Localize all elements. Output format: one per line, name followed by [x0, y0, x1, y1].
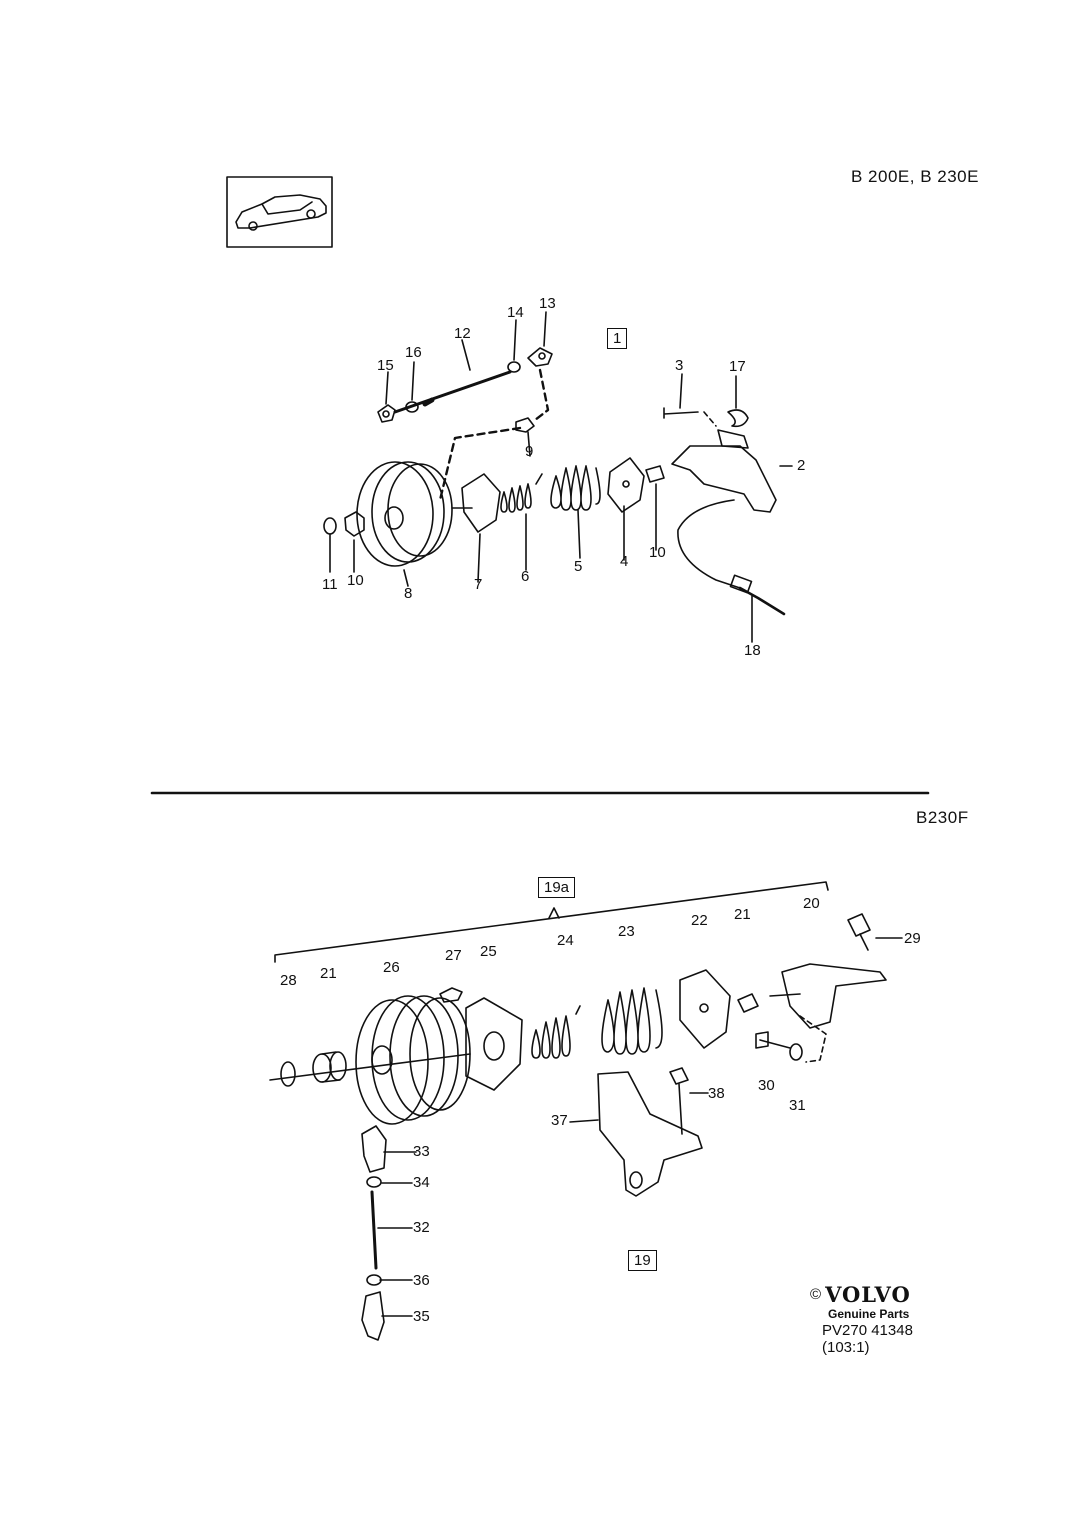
part-label: 2: [797, 457, 806, 474]
part-label: 7: [474, 576, 483, 593]
brand-subtitle: Genuine Parts: [828, 1307, 910, 1321]
part-label: 34: [413, 1174, 430, 1191]
group-box-bottom: 19: [628, 1250, 657, 1271]
part-code: PV270 41348: [822, 1322, 913, 1339]
part-label: 21: [734, 906, 751, 923]
part-label: 31: [789, 1097, 806, 1114]
engine-label-bottom: B230F: [916, 808, 969, 827]
part-label: 25: [480, 943, 497, 960]
brand-logo: VOLVO: [825, 1282, 911, 1307]
part-label: 26: [383, 959, 400, 976]
part-label: 22: [691, 912, 708, 929]
part-label: 9: [525, 443, 534, 460]
brand-block: © VOLVO Genuine Parts PV270 41348 (103:1…: [810, 1282, 960, 1356]
top-assembly: [323, 347, 786, 616]
part-label: 10: [347, 572, 364, 589]
part-label: 27: [445, 947, 462, 964]
part-label: 4: [620, 553, 629, 570]
part-label: 6: [521, 568, 530, 585]
part-label: 33: [413, 1143, 430, 1160]
part-label: 20: [803, 895, 820, 912]
part-label: 38: [708, 1085, 725, 1102]
car-thumbnail-icon: [226, 176, 333, 248]
part-label: 35: [413, 1308, 430, 1325]
part-label: 12: [454, 325, 471, 342]
part-label: 17: [729, 358, 746, 375]
group-box-top: 1: [607, 328, 628, 349]
part-label: 30: [758, 1077, 775, 1094]
part-label: 11: [322, 576, 338, 593]
page-scale: (103:1): [822, 1339, 870, 1356]
copyright-mark: ©: [810, 1286, 822, 1303]
part-label: 32: [413, 1219, 430, 1236]
kit-box: 19a: [538, 877, 576, 898]
part-label: 15: [377, 357, 394, 374]
part-label: 21: [320, 965, 337, 982]
part-label: 18: [744, 642, 761, 659]
part-label: 23: [618, 923, 635, 940]
part-label: 10: [649, 544, 666, 561]
part-label: 37: [551, 1112, 568, 1129]
engine-label-top: B 200E, B 230E: [851, 167, 979, 186]
bottom-assembly: [269, 881, 903, 1341]
part-label: 8: [404, 585, 413, 602]
part-label: 3: [675, 357, 684, 374]
part-label: 28: [280, 972, 297, 989]
part-label: 16: [405, 344, 422, 361]
part-label: 24: [557, 932, 574, 949]
part-label: 14: [507, 304, 524, 321]
part-label: 29: [904, 930, 921, 947]
part-label: 36: [413, 1272, 430, 1289]
part-label: 5: [574, 558, 583, 575]
part-label: 13: [539, 295, 556, 312]
